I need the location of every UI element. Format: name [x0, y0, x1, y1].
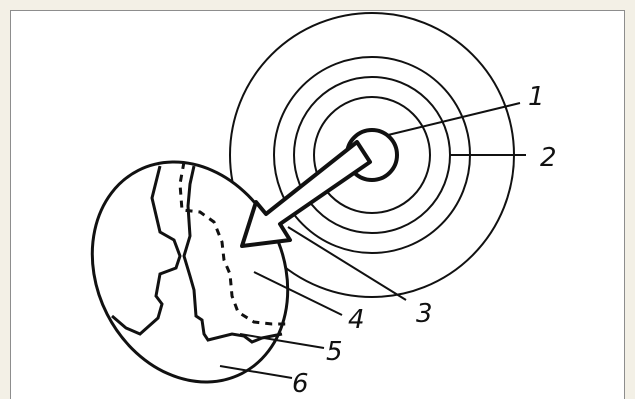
left-ellipse	[55, 128, 324, 399]
label-4: 4	[348, 305, 365, 335]
label-1: 1	[528, 82, 545, 112]
label-2: 2	[540, 143, 557, 173]
leader-1	[388, 103, 520, 135]
label-6: 6	[292, 369, 309, 399]
left-ellipse-group	[55, 128, 324, 399]
label-3: 3	[416, 299, 433, 329]
leader-3	[288, 227, 406, 300]
label-5: 5	[326, 337, 343, 367]
